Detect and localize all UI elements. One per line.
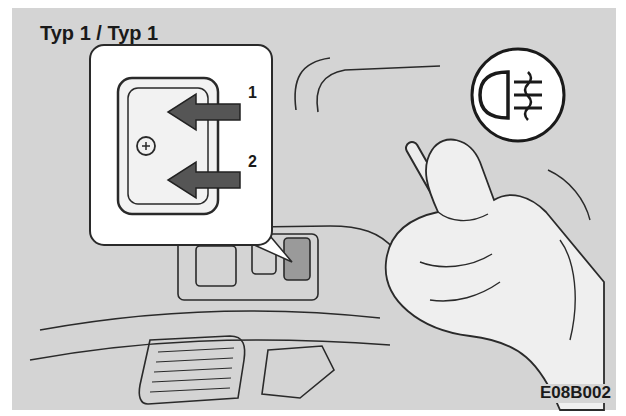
switch-body bbox=[118, 78, 218, 214]
air-vent bbox=[262, 346, 334, 398]
callout-number: 2 bbox=[246, 153, 259, 171]
hand-and-stalk bbox=[386, 140, 604, 410]
finger-lines bbox=[420, 212, 575, 340]
background-panel bbox=[12, 8, 616, 410]
press-arrow bbox=[168, 94, 240, 130]
lamp-shape bbox=[480, 72, 508, 118]
press-arrow bbox=[168, 162, 240, 198]
fog-wave bbox=[525, 72, 531, 120]
inset-frame bbox=[90, 45, 272, 245]
switch-icon bbox=[137, 137, 155, 155]
motion-line bbox=[548, 170, 590, 220]
figure-code: E08B002 bbox=[538, 384, 613, 403]
windshield-edge bbox=[317, 66, 440, 112]
vent-slats bbox=[150, 348, 234, 392]
symbol-circle bbox=[472, 49, 564, 141]
inset-heading: Typ 1 / Typ 1 bbox=[38, 22, 160, 44]
fog-lamp-symbol bbox=[472, 49, 564, 141]
callout-number: 1 bbox=[246, 84, 259, 102]
air-vent bbox=[139, 336, 244, 404]
dash-line bbox=[30, 340, 390, 360]
hand bbox=[386, 140, 604, 410]
dash-line bbox=[40, 311, 380, 330]
switch-icon bbox=[142, 142, 150, 150]
a-pillar bbox=[295, 58, 330, 110]
inset bbox=[90, 45, 292, 262]
switch-slot bbox=[196, 246, 236, 286]
